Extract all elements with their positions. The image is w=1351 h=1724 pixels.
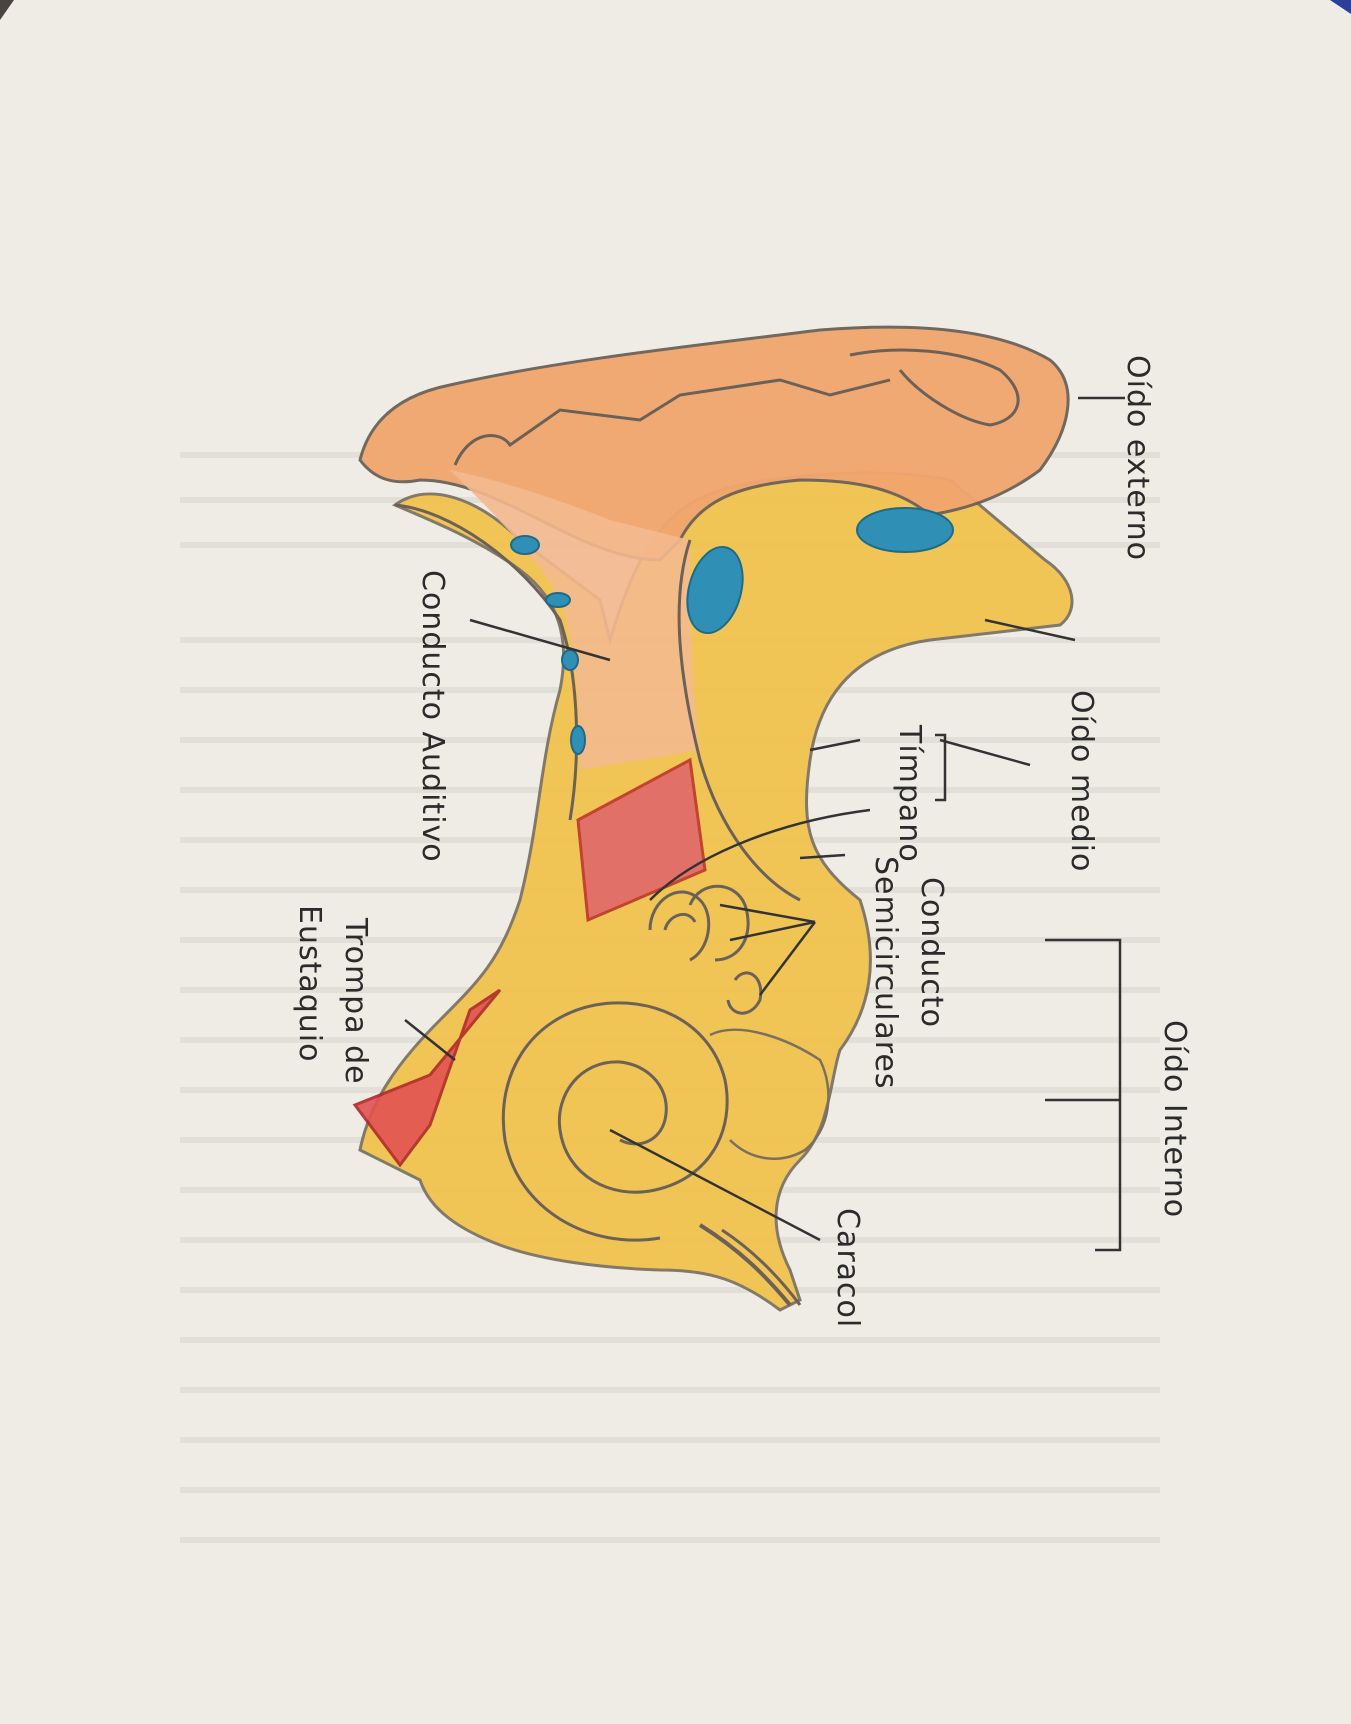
label-conducto-semicirculares-line1: Conducto <box>914 877 949 1028</box>
blue-spot <box>857 508 953 552</box>
label-trompa-line2: Eustaquio <box>292 905 327 1063</box>
label-oido-interno: Oído Interno <box>1157 1020 1192 1218</box>
label-timpano: Tímpano <box>892 724 927 863</box>
blue-spot <box>562 650 578 670</box>
label-conducto-semicirculares-line2: Semicirculares <box>868 856 903 1090</box>
label-trompa-line1: Trompa de <box>338 917 373 1085</box>
blue-spot <box>511 536 539 554</box>
label-conducto-auditivo: Conducto Auditivo <box>415 570 450 863</box>
label-oido-externo: Oído externo <box>1120 355 1155 561</box>
label-caracol: Caracol <box>830 1208 865 1328</box>
label-oido-medio: Oído medio <box>1064 690 1099 872</box>
blue-spot <box>546 593 570 607</box>
blue-spot <box>571 726 585 754</box>
